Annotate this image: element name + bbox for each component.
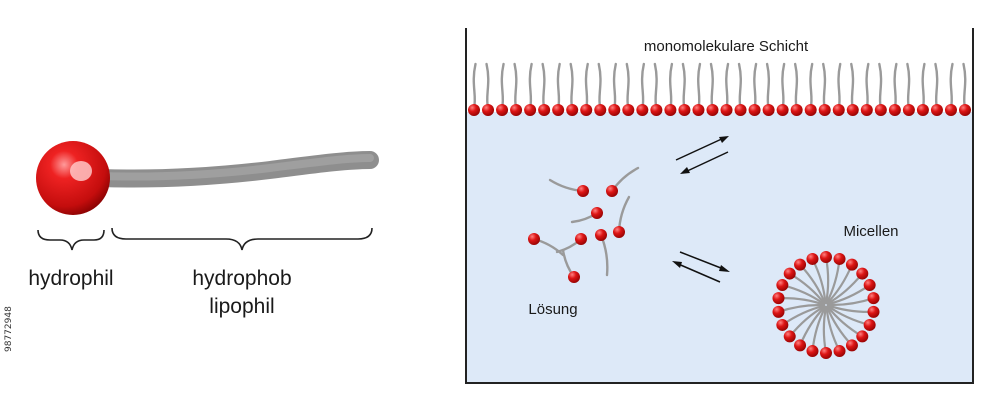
monolayer-molecule bbox=[762, 62, 775, 116]
micelle-molecule bbox=[820, 305, 832, 359]
surfactant-molecule bbox=[36, 141, 379, 215]
label-micelles: Micellen bbox=[843, 223, 898, 240]
micelle-molecule bbox=[825, 305, 858, 352]
free-molecule bbox=[548, 178, 589, 197]
monolayer-molecule bbox=[580, 62, 593, 116]
monolayer-molecule bbox=[524, 62, 537, 116]
label-monolayer: monomolekulare Schicht bbox=[644, 38, 809, 55]
micelle-molecule bbox=[820, 251, 832, 305]
micelle-molecule bbox=[826, 279, 876, 306]
micelle-molecule bbox=[826, 292, 880, 306]
label-hydrophil: hydrophil bbox=[28, 267, 113, 290]
container bbox=[465, 28, 974, 384]
monolayer bbox=[468, 62, 971, 116]
micelle-molecule bbox=[776, 304, 826, 331]
free-molecule bbox=[570, 207, 603, 224]
monolayer-molecule bbox=[804, 62, 817, 116]
micelle-molecule bbox=[783, 305, 826, 343]
monolayer-molecule bbox=[538, 62, 551, 116]
monolayer-molecule bbox=[496, 62, 509, 116]
micelle-molecule bbox=[783, 267, 826, 305]
micelle-molecule bbox=[825, 305, 846, 358]
stock-id: 98772948 bbox=[4, 306, 14, 352]
free-molecule bbox=[555, 233, 587, 254]
micelle-molecule bbox=[794, 258, 827, 305]
micelle-molecule bbox=[825, 258, 858, 305]
label-lipophil: lipophil bbox=[209, 295, 274, 318]
micelle-molecule bbox=[826, 304, 876, 331]
monolayer-molecule bbox=[608, 62, 621, 116]
monolayer-molecule bbox=[916, 62, 929, 116]
monolayer-molecule bbox=[594, 62, 607, 116]
micelle-molecule bbox=[772, 304, 826, 318]
water bbox=[466, 112, 973, 383]
monolayer-molecule bbox=[650, 62, 663, 116]
monolayer-molecule bbox=[930, 62, 943, 116]
monolayer-molecule bbox=[944, 62, 957, 116]
monolayer-molecule bbox=[482, 62, 495, 116]
micelle-molecule bbox=[806, 305, 827, 358]
solution-molecules bbox=[528, 166, 640, 283]
monolayer-molecule bbox=[552, 62, 565, 116]
micelle-molecule bbox=[825, 252, 846, 305]
monolayer-molecule bbox=[636, 62, 649, 116]
micelle-molecule bbox=[806, 252, 827, 305]
monolayer-molecule bbox=[860, 62, 873, 116]
brace-hydrophil bbox=[37, 229, 105, 251]
monolayer-molecule bbox=[748, 62, 761, 116]
micelle-molecule bbox=[826, 304, 880, 318]
monolayer-molecule bbox=[510, 62, 523, 116]
micelle bbox=[772, 251, 880, 359]
monolayer-molecule bbox=[790, 62, 803, 116]
micelle-molecule bbox=[772, 292, 826, 306]
label-solution: Lösung bbox=[528, 301, 577, 318]
equilibrium-arrows-icon bbox=[672, 136, 730, 283]
monolayer-molecule bbox=[566, 62, 579, 116]
monolayer-molecule bbox=[959, 62, 971, 116]
micelle-molecule bbox=[826, 305, 869, 343]
monolayer-molecule bbox=[692, 62, 705, 116]
monolayer-molecule bbox=[888, 62, 901, 116]
monolayer-molecule bbox=[874, 62, 887, 116]
micelle-molecule bbox=[794, 305, 827, 352]
monolayer-molecule bbox=[832, 62, 845, 116]
label-hydrophob: hydrophob bbox=[192, 267, 291, 290]
monolayer-molecule bbox=[664, 62, 677, 116]
monolayer-molecule bbox=[734, 62, 747, 116]
micelle-molecule bbox=[826, 267, 869, 305]
free-molecule bbox=[595, 229, 609, 277]
monolayer-molecule bbox=[678, 62, 691, 116]
free-molecule bbox=[561, 248, 580, 283]
monolayer-molecule bbox=[720, 62, 733, 116]
brace-hydrophob bbox=[111, 227, 373, 251]
micelle-molecule bbox=[776, 279, 826, 306]
monolayer-molecule bbox=[622, 62, 635, 116]
monolayer-molecule bbox=[818, 62, 831, 116]
hydrophilic-head bbox=[36, 141, 110, 215]
free-molecule bbox=[613, 195, 631, 238]
monolayer-molecule bbox=[468, 62, 480, 116]
monolayer-molecule bbox=[846, 62, 859, 116]
free-molecule bbox=[606, 166, 640, 197]
monolayer-molecule bbox=[902, 62, 915, 116]
monolayer-molecule bbox=[706, 62, 719, 116]
monolayer-molecule bbox=[776, 62, 789, 116]
free-molecule bbox=[528, 233, 565, 257]
